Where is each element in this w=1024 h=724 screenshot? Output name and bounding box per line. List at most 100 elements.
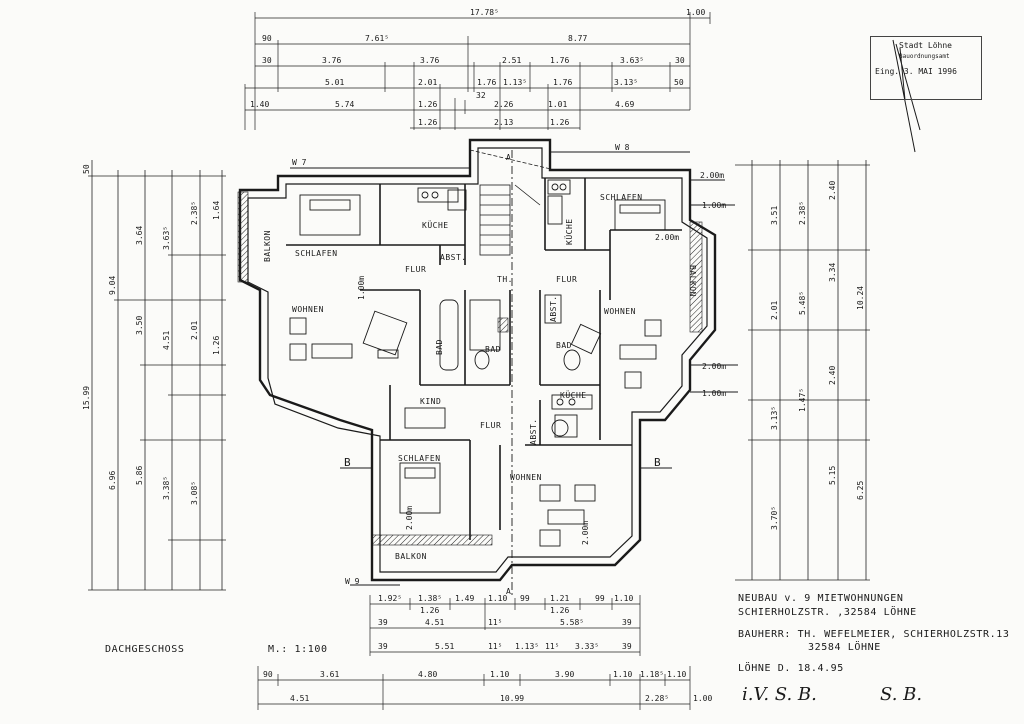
dim-right-v2-3: 5.15 [828, 466, 837, 485]
marker-h100-1: 1.00m [702, 201, 726, 210]
dim-top-r3-6: 50 [674, 78, 684, 87]
dim-top-r2-0: 30 [262, 56, 272, 65]
marker-h200-1: 2.00m [700, 171, 724, 180]
dim-right-v3-3: 3.70⁵ [770, 506, 779, 530]
dim-left-v2-0: 3.64 [135, 226, 144, 245]
dim-right-v3-2: 3.13⁵ [770, 406, 779, 430]
dim-bottom-r4-6: 1.18⁵ [640, 670, 664, 679]
left-dimension-lines [88, 160, 226, 591]
dim-top-r5-1: 2.13 [494, 118, 513, 127]
room-wohnen-w: WOHNEN [292, 305, 324, 314]
dim-top-r5-2: 1.26 [550, 118, 569, 127]
bottom-dimension-labels: 1.92⁵ 1.38⁵ 1.49 1.10 99 1.21 99 1.10 1.… [263, 594, 712, 703]
dim-bottom-r2-2: 11⁵ [488, 618, 502, 627]
dim-bottom-r5-1: 10.99 [500, 694, 524, 703]
dim-top-r3-5: 3.13⁵ [614, 78, 638, 87]
room-abst-s: ABST. [529, 418, 538, 445]
dim-bottom-r3-0: 39 [378, 642, 388, 651]
room-flur-s: FLUR [480, 421, 501, 430]
dim-bottom-r1-2: 1.49 [455, 594, 474, 603]
dim-left-v1-1: 6.96 [108, 471, 117, 490]
room-flur-w: FLUR [405, 265, 426, 274]
room-wohnen-s: WOHNEN [510, 473, 542, 482]
dim-bottom-r3-4: 11⁵ [545, 642, 559, 651]
stamp-line-2: Bauordnungsamt [899, 53, 950, 60]
dim-top-total-end: 1.00 [686, 8, 705, 17]
dim-top-r4-0: 1.40 [250, 100, 269, 109]
dim-top-r2-5: 3.63⁵ [620, 56, 644, 65]
marker-w7: W 7 [292, 158, 307, 167]
dim-bottom-r4-2: 4.80 [418, 670, 437, 679]
dim-bottom-r1-7: 1.10 [614, 594, 633, 603]
dim-top-r2-2: 3.76 [420, 56, 439, 65]
dim-right-total: 10.24 [856, 286, 865, 310]
marker-h100-3: 1.00m [357, 276, 366, 300]
dim-top-r2-1: 3.76 [322, 56, 341, 65]
dim-right-v1-0: 2.40 [828, 181, 837, 200]
owner-line-1: BAUHERR: TH. WEFELMEIER, SCHIERHOLZSTR.1… [738, 629, 1010, 640]
dim-right-v2-0: 2.38⁵ [798, 201, 807, 225]
room-th: TH. [497, 275, 513, 284]
dim-left-v4-3: 1.26 [212, 336, 221, 355]
dim-top-r3-4: 1.76 [553, 78, 572, 87]
dim-bottom-r3-5: 3.33⁵ [575, 642, 599, 651]
marker-w8: W 8 [615, 143, 630, 152]
dim-left-v4-1: 1.64 [212, 201, 221, 220]
dim-top-r3-2: 1.76 [477, 78, 496, 87]
dim-right-v2-1: 5.48⁵ [798, 291, 807, 315]
dim-bottom-r3-2: 11⁵ [488, 642, 502, 651]
marker-b-right: B [654, 456, 661, 469]
dim-right-v3-0: 3.51 [770, 206, 779, 225]
dim-bottom-r3-1: 5.51 [435, 642, 454, 651]
dim-top-r2-4: 1.76 [550, 56, 569, 65]
room-bad-c: BAD [485, 345, 501, 354]
left-dimension-labels: 50 15.99 9.04 6.96 3.64 3.50 5.86 3.63⁵ … [82, 164, 221, 505]
dim-bottom-r4-7: 1.10 [667, 670, 686, 679]
building-outline [238, 138, 717, 582]
marker-h100-2: 1.00m [702, 389, 726, 398]
room-balkon-w: BALKON [263, 230, 272, 262]
marker-a-top: A [506, 153, 511, 162]
room-bad-e: BAD [556, 341, 572, 350]
room-balkon-e: BALKON [688, 265, 697, 297]
interior-walls [286, 178, 682, 540]
project-line-1: NEUBAU v. 9 MIETWOHNUNGEN [738, 593, 904, 604]
dim-bottom-r2-1: 4.51 [425, 618, 444, 627]
dim-top-r3-1: 2.01 [418, 78, 437, 87]
dim-bottom-r4-3: 1.10 [490, 670, 509, 679]
marker-h200-5: 2.00m [655, 233, 679, 242]
dim-left-v2-2: 5.86 [135, 466, 144, 485]
dim-left-v4-0: 2.38⁵ [190, 201, 199, 225]
signature-1: i.V. S. B. [742, 684, 817, 705]
right-dimension-labels: 10.24 2.40 3.34 2.40 6.25 2.38⁵ 5.48⁵ 1.… [770, 181, 865, 530]
bottom-dimension-lines [257, 595, 691, 710]
approval-stamp: Stadt Löhne Bauordnungsamt Eing. 3. MAI … [870, 36, 982, 100]
dim-top-r1-1: 7.61⁵ [365, 34, 389, 43]
dim-bottom-r4-1: 3.61 [320, 670, 339, 679]
dim-top-total: 17.78⁵ [470, 8, 499, 17]
dim-top-r5-0: 1.26 [418, 118, 437, 127]
marker-a-bottom: A [506, 587, 511, 596]
dim-bottom-r5-2: 2.28⁵ [645, 694, 669, 703]
dim-right-v1-2: 2.40 [828, 366, 837, 385]
dim-bottom-r1-4: 99 [520, 594, 530, 603]
stamp-scribble [892, 39, 921, 153]
plan-markers: W 7 W 8 W 9 A A B B 2.00m 1.00m 2.00m 1.… [292, 143, 726, 596]
w-markers [290, 151, 738, 586]
section-line-a [340, 150, 672, 595]
dim-right-v1-3: 6.25 [856, 481, 865, 500]
room-balkon-s: BALKON [395, 552, 427, 561]
dim-top-r4-3: 32 [476, 91, 486, 100]
room-kueche-s: KÜCHE [560, 390, 587, 400]
dim-top-r2-3: 2.51 [502, 56, 521, 65]
room-schlafen-ne: SCHLAFEN [600, 193, 643, 202]
dim-bottom-r1-6: 99 [595, 594, 605, 603]
dim-bottom-r1-1: 1.38⁵ [418, 594, 442, 603]
dim-bottom-r5-3: 1.00 [693, 694, 712, 703]
marker-h200-2: 2.00m [702, 362, 726, 371]
dim-left-v3-2: 3.38⁵ [162, 476, 171, 500]
dim-top-r3-0: 5.01 [325, 78, 344, 87]
dim-bottom-r5-0: 4.51 [290, 694, 309, 703]
dim-bottom-r1b-1: 1.26 [550, 606, 569, 615]
